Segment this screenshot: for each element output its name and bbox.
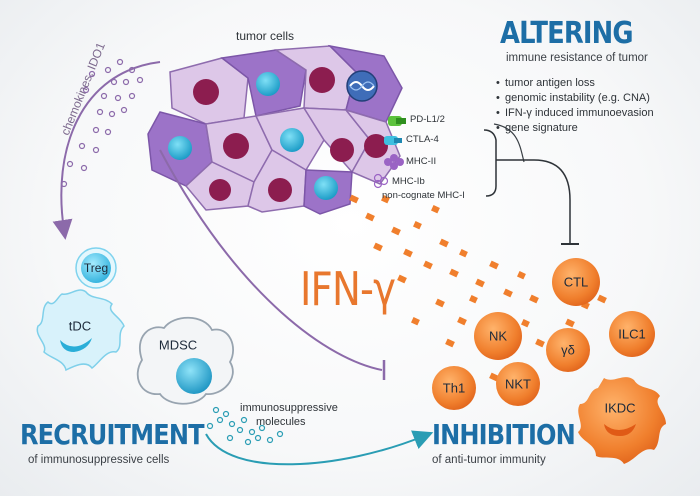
immunosuppressive-dots xyxy=(206,406,284,446)
tumor-nucleus xyxy=(193,79,219,105)
tumor-nucleus xyxy=(223,133,249,159)
th1-cell xyxy=(432,366,476,410)
nk-label: NK xyxy=(488,328,508,344)
pdl1-label: PD-L1/2 xyxy=(410,114,445,125)
tumor-nucleus xyxy=(280,128,304,152)
bullet-item: tumor antigen loss xyxy=(496,76,654,91)
mdsc-nucleus xyxy=(176,358,212,394)
recruitment-subtitle: of immunosuppressive cells xyxy=(28,454,170,466)
tdc-cell xyxy=(36,289,125,372)
tumor-cell-cluster xyxy=(147,44,403,215)
ikdc-cell xyxy=(578,377,666,464)
mdsc-label: MDSC xyxy=(158,337,198,353)
tumor-nucleus xyxy=(268,178,292,202)
tumor-nucleus xyxy=(314,176,338,200)
noncognate-mhc1-label: non-cognate MHC-I xyxy=(382,190,465,201)
mhc1b-label: MHC-Ib xyxy=(392,176,425,187)
gd-label: γδ xyxy=(561,342,575,358)
inhibition-title: INHIBITION xyxy=(432,418,576,451)
nkt-label: NKT xyxy=(505,376,531,392)
nk-cell xyxy=(474,312,522,360)
altering-bullets: tumor antigen loss genomic instability (… xyxy=(496,76,654,136)
mhc2-label: MHC-II xyxy=(406,156,437,167)
immunosuppressive-label-line1: immunosuppressive xyxy=(240,402,338,414)
gd-cell xyxy=(546,328,590,372)
mhc1b-icon xyxy=(373,173,389,189)
surface-molecules xyxy=(373,116,406,189)
ctl-cell xyxy=(552,258,600,306)
altering-subtitle: immune resistance of tumor xyxy=(506,52,648,64)
ilc1-label: ILC1 xyxy=(618,326,646,342)
recruitment-arrow xyxy=(52,61,161,240)
immunosuppressive-label-line2: molecules xyxy=(256,416,306,428)
tdc-label: tDC xyxy=(68,318,92,334)
ctl-label: CTL xyxy=(563,274,589,290)
inhibition-subtitle: of anti-tumor immunity xyxy=(432,454,546,466)
tumor-cells-label: tumor cells xyxy=(236,29,295,43)
th1-label: Th1 xyxy=(442,380,466,396)
ifng-label: IFN-γ xyxy=(300,262,396,316)
effector-cells xyxy=(432,258,666,464)
ikdc-label: IKDC xyxy=(604,400,636,416)
inhibition-line xyxy=(496,159,571,244)
tdc-nucleus xyxy=(60,338,92,352)
inhibition-bracket xyxy=(483,129,497,197)
ctla4-label: CTLA-4 xyxy=(406,134,439,145)
ilc1-cell xyxy=(609,311,655,357)
tumor-nucleus xyxy=(209,179,231,201)
bullet-item: IFN-γ induced immunoevasion xyxy=(496,106,654,121)
suppression-arrow xyxy=(205,430,434,466)
treg-label: Treg xyxy=(83,261,109,275)
mhc2-icon xyxy=(384,154,404,170)
recruitment-title: RECRUITMENT xyxy=(20,418,205,451)
bullet-item: gene signature xyxy=(496,121,654,136)
altering-title: ALTERING xyxy=(500,16,634,51)
tumor-nucleus xyxy=(168,136,192,160)
tumor-nucleus xyxy=(309,67,335,93)
tumor-nucleus xyxy=(256,72,280,96)
tumor-inhibition-curve xyxy=(159,149,383,371)
tumor-nucleus xyxy=(330,138,354,162)
nkt-cell xyxy=(496,362,540,406)
bullet-item: genomic instability (e.g. CNA) xyxy=(496,91,654,106)
tumor-nucleus xyxy=(364,134,388,158)
ikdc-nucleus xyxy=(604,424,636,436)
